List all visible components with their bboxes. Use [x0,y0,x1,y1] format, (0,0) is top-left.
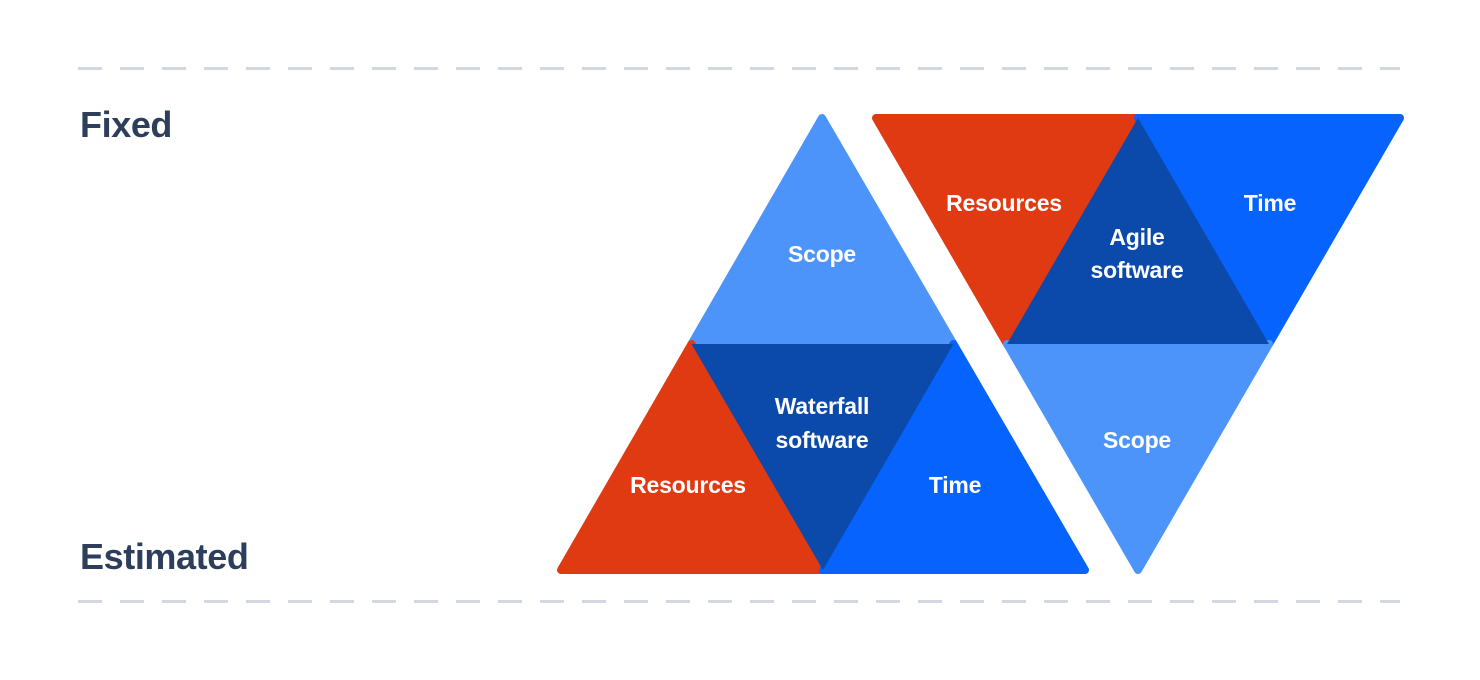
agile-center-label-line2: software [1091,257,1184,283]
waterfall-time-label: Time [929,472,981,498]
waterfall-resources-label: Resources [630,472,746,498]
axis-label-estimated: Estimated [80,536,249,577]
waterfall-center-label-line2: software [776,427,869,453]
waterfall-center-segment[interactable] [691,344,954,570]
agile-center-segment[interactable] [1007,118,1269,344]
agile-resources-label: Resources [946,190,1062,216]
triangle-agile: Resources Time Scope Agile software [872,114,1404,574]
triangle-waterfall: Scope Resources Time Waterfall software [557,114,1089,574]
agile-center-label-line1: Agile [1109,224,1164,250]
waterfall-center-label-line1: Waterfall [775,393,869,419]
waterfall-scope-label: Scope [788,241,856,267]
dashed-guide-bottom [78,600,1400,603]
agile-scope-label: Scope [1103,427,1171,453]
agile-time-label: Time [1244,190,1296,216]
axis-label-fixed: Fixed [80,104,173,145]
dashed-guide-top [78,67,1400,70]
